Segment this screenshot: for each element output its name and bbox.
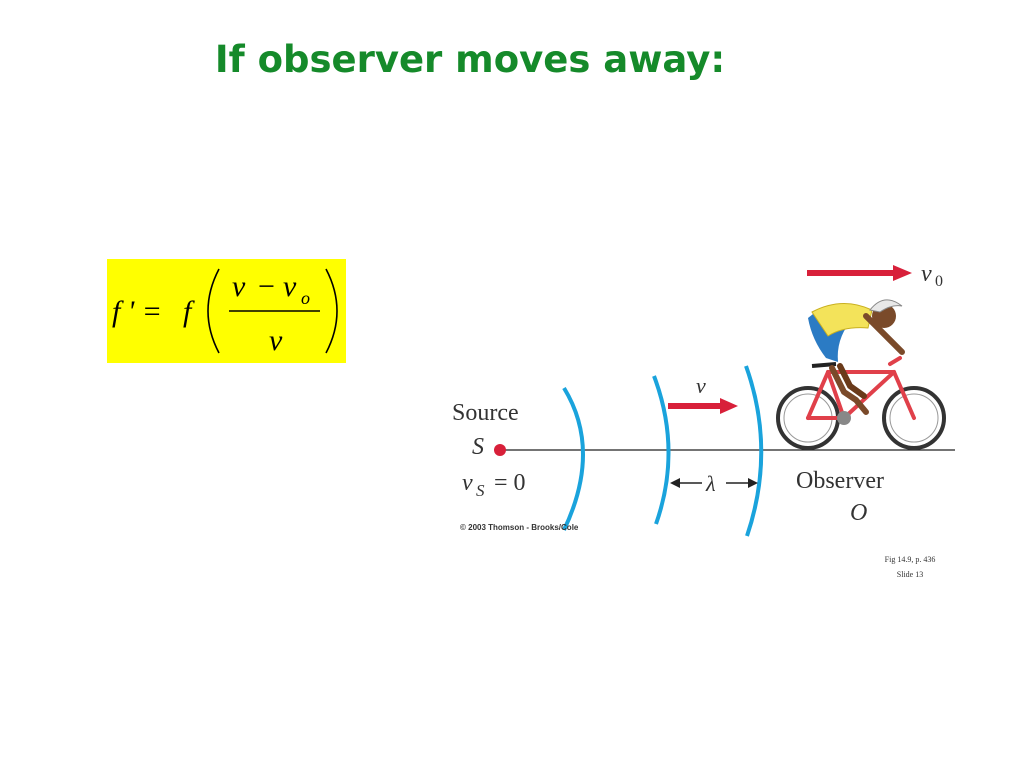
bike-saddle (811, 362, 837, 368)
slide-number: Slide 13 (896, 570, 924, 579)
cyclist-illustration (776, 299, 946, 450)
formula-numerator-v: v (232, 270, 246, 303)
source-speed-subscript: S (476, 481, 485, 500)
rider-leg (829, 365, 869, 415)
doppler-figure: v v 0 λ Source S v S = 0 Observer O © 20… (440, 240, 970, 540)
chainring (837, 411, 851, 425)
left-paren (207, 268, 220, 354)
observer-velocity-arrow-head (893, 265, 912, 281)
formula-subscript-o: o (301, 288, 310, 308)
observer-velocity-v: v (921, 261, 932, 287)
formula-f: f (183, 295, 195, 328)
slide-title: If observer moves away: (214, 38, 726, 81)
rider-leg-back (837, 363, 867, 399)
formula-denominator: v (269, 324, 283, 357)
wavefront-2 (652, 375, 671, 525)
wavefront-3 (744, 365, 764, 537)
source-speed-value: = 0 (494, 470, 526, 496)
copyright-notice: © 2003 Thomson - Brooks/Cole (460, 523, 579, 532)
source-label: Source (452, 400, 519, 426)
doppler-formula: f ' = f v − v o v (112, 268, 338, 357)
front-wheel-spokes (889, 393, 939, 443)
doppler-formula-box: f ' = f v − v o v (107, 259, 346, 363)
rider-helmet (869, 299, 903, 313)
formula-minus: − (258, 270, 275, 303)
source-speed-v: v (462, 470, 473, 496)
source-symbol: S (472, 434, 484, 460)
wavefront-1 (562, 386, 585, 531)
source-dot (494, 444, 506, 456)
wave-velocity-arrow-head (720, 398, 738, 414)
observer-symbol: O (850, 500, 867, 526)
observer-label: Observer (796, 468, 884, 494)
formula-f-prime: f ' = (112, 295, 162, 328)
figure-reference: Fig 14.9, p. 436 (884, 555, 936, 564)
wave-velocity-label: v (696, 373, 706, 398)
rider-arm (863, 313, 905, 355)
wavelength-symbol: λ (705, 471, 716, 496)
wavelength-arrowhead-right (748, 478, 758, 488)
right-paren (325, 268, 338, 354)
wavelength-arrowhead-left (670, 478, 680, 488)
doppler-figure-svg: v v 0 λ Source S v S = 0 Observer O © 20… (452, 261, 955, 537)
front-wheel (882, 386, 946, 450)
observer-velocity-subscript: 0 (935, 273, 943, 290)
formula-numerator-vo: v (283, 270, 297, 303)
bike-frame (806, 356, 916, 420)
